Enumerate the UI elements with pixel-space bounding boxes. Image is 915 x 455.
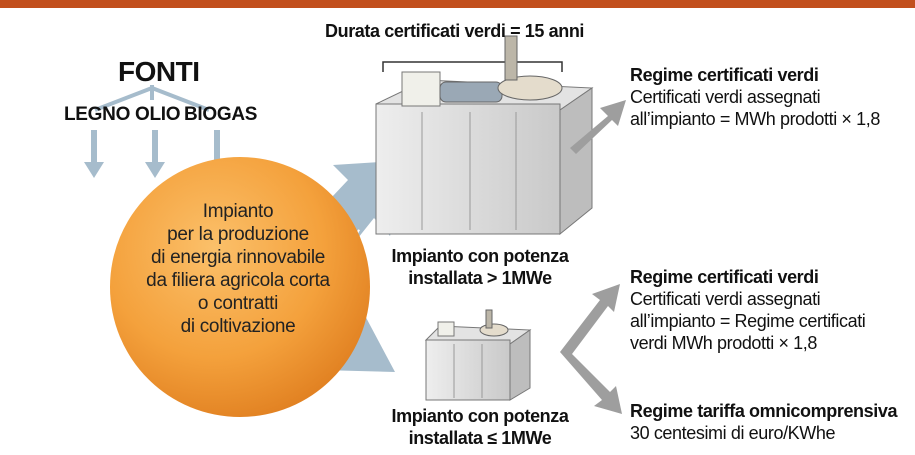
regime2-line: verdi MWh prodotti × 1,8 xyxy=(630,333,817,353)
regime3-line: 30 centesimi di euro/KWhe xyxy=(630,423,836,443)
plant-line: da filiera agricola corta xyxy=(146,270,330,291)
regime2-title: Regime certificati verdi xyxy=(630,267,819,287)
plant-circle xyxy=(110,157,370,417)
duration-bracket xyxy=(382,61,563,72)
duration-label: Durata certificati verdi = 15 anni xyxy=(325,21,585,41)
gray-arrow-fork xyxy=(560,284,622,414)
top-accent-bar xyxy=(0,0,915,8)
plant-description: Impianto per la produzione di energia ri… xyxy=(103,200,373,338)
small-plant-label-line: installata ≤ 1MWe xyxy=(408,428,552,448)
small-plant-label: Impianto con potenza installata ≤ 1MWe xyxy=(380,405,580,449)
regime1-line: Certificati verdi assegnati xyxy=(630,87,821,107)
source-olio: OLIO xyxy=(135,104,181,125)
plant-line: Impianto xyxy=(202,201,274,222)
regime2-line: all’impianto = Regime certificati xyxy=(630,311,866,331)
gray-arrow-regime1 xyxy=(570,100,626,154)
fonti-title: FONTI xyxy=(118,56,200,87)
source-legno: LEGNO xyxy=(64,104,131,125)
plant-line: per la produzione xyxy=(167,224,309,245)
regime3-block: Regime tariffa omnicomprensiva 30 centes… xyxy=(630,400,897,444)
regime2-line: Certificati verdi assegnati xyxy=(630,289,821,309)
regime3-title: Regime tariffa omnicomprensiva xyxy=(630,401,898,421)
small-plant-illustration xyxy=(424,309,532,401)
plant-line: o contratti xyxy=(197,293,279,314)
plant-line: di energia rinnovabile xyxy=(150,247,326,268)
big-plant-label: Impianto con potenza installata > 1MWe xyxy=(380,245,580,289)
small-plant-label-line: Impianto con potenza xyxy=(391,406,569,426)
plant-line: di coltivazione xyxy=(180,316,296,337)
regime2-block: Regime certificati verdi Certificati ver… xyxy=(630,266,866,354)
fonti-branch-lines xyxy=(94,85,210,112)
regime1-title: Regime certificati verdi xyxy=(630,65,819,85)
source-biogas: BIOGAS xyxy=(184,104,258,125)
big-plant-illustration xyxy=(375,35,594,236)
big-plant-label-line: installata > 1MWe xyxy=(408,268,552,288)
regime1-line: all’impianto = MWh prodotti × 1,8 xyxy=(630,109,880,129)
big-plant-label-line: Impianto con potenza xyxy=(391,246,569,266)
regime1-block: Regime certificati verdi Certificati ver… xyxy=(630,64,880,130)
